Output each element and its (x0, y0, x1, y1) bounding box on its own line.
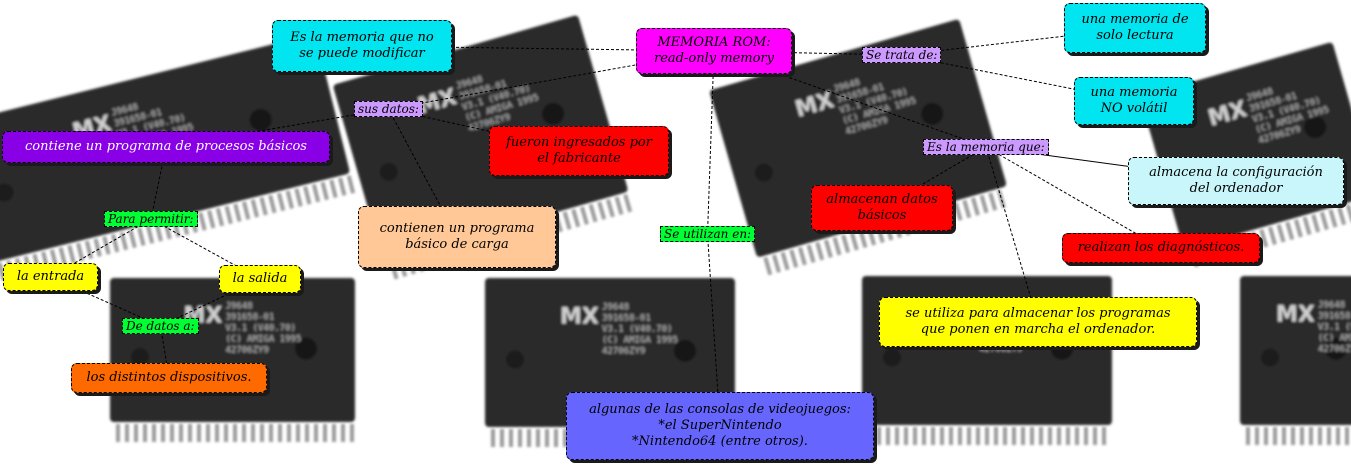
svg-text:V3.1 (V40.70): V3.1 (V40.70) (602, 325, 672, 335)
svg-text:42706ZY9: 42706ZY9 (979, 345, 1022, 355)
connector-es-la-memoria-que-to-programas-marcha (985, 146, 1039, 323)
node-memoria-rom: MEMORIA ROM: read-only memory (636, 28, 792, 74)
label-de-datos-a: De datos a: (122, 318, 199, 334)
svg-text:V3.1 (V40.70): V3.1 (V40.70) (226, 324, 296, 334)
node-programas-marcha: se utiliza para almacenar los programas … (879, 297, 1197, 347)
svg-text:MX: MX (560, 305, 599, 330)
svg-text:(C) AMIGA 1995: (C) AMIGA 1995 (602, 336, 678, 346)
node-programa-carga: contienen un programa básico de carga (358, 206, 556, 268)
node-entrada: la entrada (3, 263, 98, 291)
node-consolas: algunas de las consolas de videojuegos: … (566, 392, 874, 460)
svg-text:(C) AMIGA 1995: (C) AMIGA 1995 (1318, 334, 1351, 344)
connector-memoria-rom-to-es-la-memoria-que (713, 50, 987, 148)
node-no-modificar: Es la memoria que no se puede modificar (272, 20, 452, 72)
svg-text:J9648: J9648 (602, 303, 629, 313)
svg-text:(C) AMIGA 1995: (C) AMIGA 1995 (226, 335, 302, 345)
connector-memoria-rom-to-se-utilizan-en (707, 50, 715, 235)
svg-text:42706ZY9: 42706ZY9 (226, 346, 269, 356)
node-datos-basicos: almacenan datos básicos (811, 185, 953, 231)
svg-text:J9648: J9648 (1318, 301, 1345, 311)
svg-text:V3.1 (V40.70): V3.1 (V40.70) (1318, 323, 1351, 333)
node-solo-lectura: una memoria de solo lectura (1064, 3, 1206, 53)
node-dispositivos: los distintos dispositivos. (71, 363, 267, 393)
svg-text:MX: MX (1276, 303, 1315, 328)
node-salida: la salida (219, 265, 301, 293)
svg-text:J9648: J9648 (226, 302, 253, 312)
svg-text:391658-01: 391658-01 (602, 314, 651, 324)
svg-text:42706ZY9: 42706ZY9 (602, 347, 645, 357)
connector-memoria-rom-to-no-modificar (361, 45, 715, 52)
node-ingresados: fueron ingresados por el fabricante (489, 126, 669, 176)
label-sus-datos: sus datos: (354, 101, 423, 117)
label-para-permitir: Para permitir: (104, 211, 198, 227)
node-no-volatil: una memoria NO volátil (1074, 77, 1194, 125)
svg-text:391658-01: 391658-01 (1318, 312, 1351, 322)
label-se-trata-de: Se trata de: (862, 47, 942, 63)
svg-text:391658-01: 391658-01 (226, 313, 275, 323)
node-almacena-config: almacena la configuración del ordenador (1128, 157, 1344, 205)
node-programa-procesos: contiene un programa de procesos básicos (2, 131, 330, 163)
connector-para-permitir-to-salida (150, 218, 261, 280)
label-es-la-memoria-que: Es la memoria que: (923, 139, 1049, 155)
connector-de-datos-a-to-dispositivos (160, 325, 170, 379)
connector-es-la-memoria-que-to-diagnosticos (985, 146, 1162, 249)
svg-text:42706ZY9: 42706ZY9 (1318, 345, 1351, 355)
node-diagnosticos: realizan los diagnósticos. (1062, 233, 1260, 263)
label-se-utilizan-en: Se utilizan en: (660, 226, 756, 242)
connector-sus-datos-to-programa-procesos (165, 108, 389, 148)
